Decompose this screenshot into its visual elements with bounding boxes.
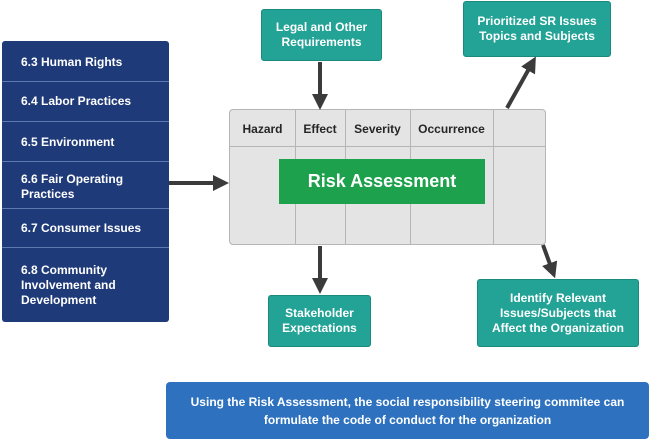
left-item-fair-operating-practices: 6.6 Fair Operating Practices	[21, 172, 124, 201]
arrow-matrix-to-identify	[541, 244, 558, 279]
bottom-note: Using the Risk Assessment, the social re…	[166, 382, 649, 439]
matrix-column-divider	[493, 110, 494, 244]
left-item-environment: 6.5 Environment	[21, 135, 115, 149]
left-divider	[2, 161, 169, 162]
risk-assessment-label: Risk Assessment	[279, 159, 485, 204]
column-severity: Severity	[354, 122, 401, 136]
left-divider	[2, 121, 169, 122]
arrow-matrix-to-prioritized	[505, 56, 536, 109]
column-effect: Effect	[303, 122, 337, 136]
left-divider	[2, 247, 169, 248]
left-item-labor-practices: 6.4 Labor Practices	[21, 94, 132, 108]
left-item-community-involvement: 6.8 Community Involvement and Developmen…	[21, 263, 116, 307]
left-item-human-rights: 6.3 Human Rights	[21, 55, 123, 69]
matrix-header-divider	[230, 146, 545, 147]
left-divider	[2, 81, 169, 82]
left-item-consumer-issues: 6.7 Consumer Issues	[21, 221, 142, 235]
legal-requirements-box: Legal and Other Requirements	[261, 9, 382, 61]
identify-relevant-issues-box: Identify Relevant Issues/Subjects that A…	[477, 279, 639, 347]
column-occurrence: Occurrence	[418, 122, 485, 136]
prioritized-issues-box: Prioritized SR Issues Topics and Subject…	[463, 1, 611, 57]
column-hazard: Hazard	[242, 122, 283, 136]
iso-core-subjects-panel: 6.3 Human Rights 6.4 Labor Practices 6.5…	[2, 41, 169, 322]
left-divider	[2, 208, 169, 209]
stakeholder-expectations-box: Stakeholder Expectations	[268, 295, 371, 347]
